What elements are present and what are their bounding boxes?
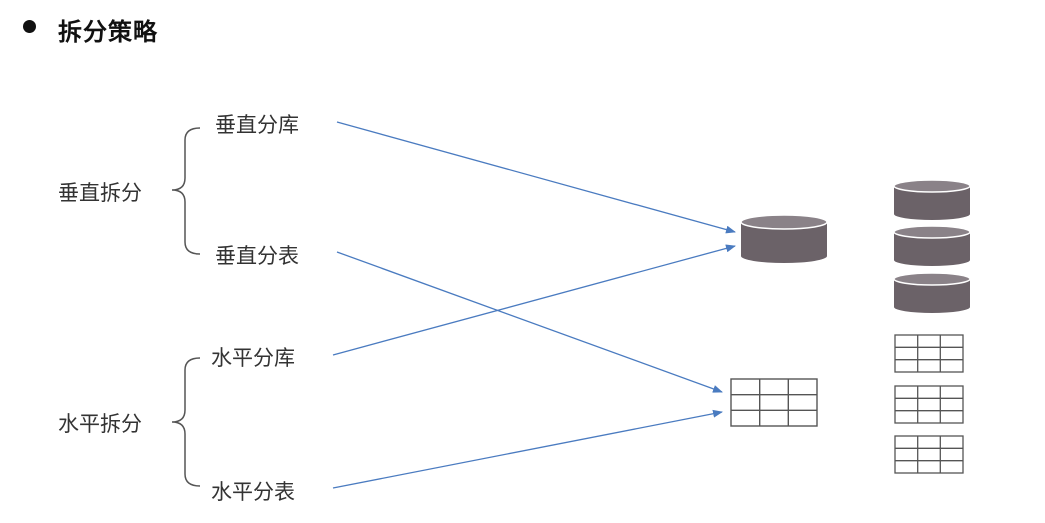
item-label-vertical-table: 垂直分表 [215,244,299,268]
page-title: 拆分策略 [58,18,158,46]
title-bullet [23,20,36,33]
item-label-horizontal-db: 水平分库 [211,346,295,370]
database-icon [740,214,828,263]
arrow-vertical-db-to-database [336,121,736,234]
arrow-horizontal-table-to-table [332,409,723,489]
arrow-vertical-table-to-table [336,251,723,393]
table-icon [730,378,818,427]
horizontal-split-brace [171,357,201,487]
database-icon [893,272,971,313]
item-label-horizontal-table: 水平分表 [211,480,295,504]
arrow-horizontal-db-to-database [332,244,736,356]
vertical-split-brace [171,127,201,255]
table-icon [894,385,964,424]
database-icon [893,179,971,220]
group-label-vertical-split: 垂直拆分 [58,181,142,205]
table-icon [894,334,964,373]
item-label-vertical-db: 垂直分库 [215,113,299,137]
database-icon [893,225,971,266]
table-icon [894,435,964,474]
group-label-horizontal-split: 水平拆分 [58,412,142,436]
